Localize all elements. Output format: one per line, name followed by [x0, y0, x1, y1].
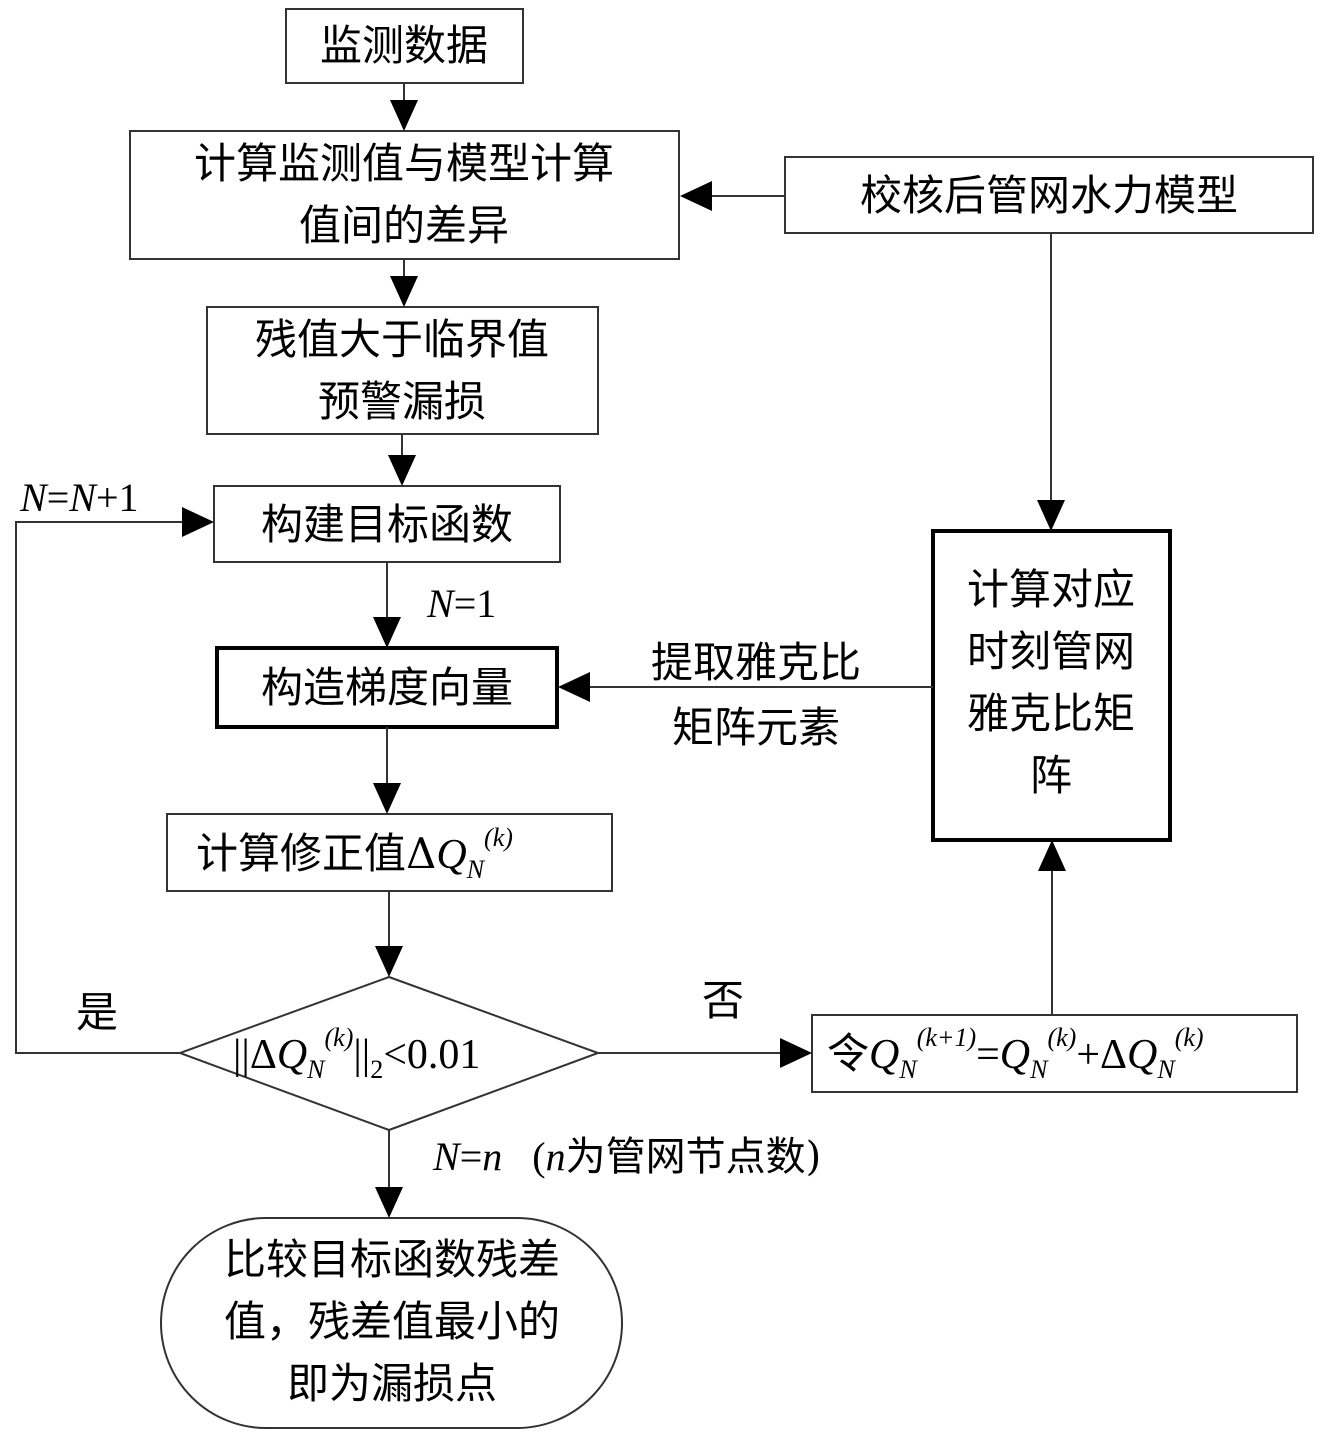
loop-increment-label: N=N+1 — [19, 475, 139, 520]
no-label: 否 — [702, 976, 744, 1025]
build-objective-text: 构建目标函数 — [261, 500, 513, 549]
jacobian-line-4: 阵 — [1030, 751, 1072, 800]
extract-jacobian-line-2: 矩阵元素 — [672, 703, 840, 752]
connector-monitor-to-diff — [390, 83, 418, 131]
extract-jacobian-line-1: 提取雅克比 — [651, 638, 861, 687]
connector-gradient-to-correction — [373, 727, 401, 814]
update-text: 令QN(k+1)=QN(k)+ΔQN(k) — [827, 1023, 1204, 1084]
jacobian-line-3: 雅克比矩 — [967, 689, 1135, 738]
connector-update-to-jacobian — [1038, 840, 1066, 1015]
connector-model-to-jacobian — [1037, 233, 1065, 531]
node-calibrated-model: 校核后管网水力模型 — [784, 156, 1314, 234]
node-build-objective: 构建目标函数 — [213, 485, 561, 563]
node-update: 令QN(k+1)=QN(k)+ΔQN(k) — [811, 1014, 1298, 1093]
result-line-3: 即为漏损点 — [287, 1359, 497, 1408]
connector-condition-yes-loop — [15, 507, 214, 1054]
result-line-1: 比较目标函数残差 — [224, 1235, 560, 1284]
node-monitor-data: 监测数据 — [285, 8, 524, 84]
node-residual-alarm: 残值大于临界值 预警漏损 — [206, 306, 599, 435]
connector-condition-to-result — [375, 1130, 403, 1218]
calc-diff-line-1: 计算监测值与模型计算 — [194, 139, 614, 188]
connector-correction-to-condition — [375, 891, 403, 977]
connector-condition-no-to-update — [598, 1038, 812, 1068]
node-condition: ||ΔQN(k)||2<0.01 — [177, 975, 601, 1132]
condition-text: ||ΔQN(k)||2<0.01 — [233, 1023, 480, 1084]
end-n-label: N=n(n为管网节点数) — [432, 1134, 821, 1180]
connector-jacobian-to-gradient — [558, 672, 933, 702]
start-n-label: N=1 — [426, 581, 496, 626]
jacobian-line-2: 时刻管网 — [967, 627, 1135, 676]
connector-model-to-diff — [680, 181, 785, 211]
node-calc-correction: 计算修正值ΔQN(k) — [166, 813, 613, 892]
node-build-gradient: 构造梯度向量 — [215, 646, 559, 729]
calc-correction-text: 计算修正值ΔQN(k) — [196, 823, 513, 884]
calibrated-model-text: 校核后管网水力模型 — [860, 171, 1238, 220]
monitor-data-text: 监测数据 — [320, 21, 488, 70]
result-line-2: 值，残差值最小的 — [224, 1297, 560, 1346]
build-gradient-text: 构造梯度向量 — [261, 663, 513, 712]
residual-alarm-line-1: 残值大于临界值 — [255, 315, 549, 364]
connector-objective-to-gradient — [373, 562, 401, 648]
yes-label: 是 — [76, 988, 118, 1037]
connector-alarm-to-objective — [388, 434, 416, 486]
node-calc-difference: 计算监测值与模型计算 值间的差异 — [129, 130, 680, 260]
connector-diff-to-alarm — [390, 259, 418, 307]
node-calc-jacobian: 计算对应 时刻管网 雅克比矩 阵 — [931, 529, 1172, 842]
residual-alarm-line-2: 预警漏损 — [318, 377, 486, 426]
node-result: 比较目标函数残差 值，残差值最小的 即为漏损点 — [160, 1217, 623, 1429]
calc-diff-line-2: 值间的差异 — [299, 201, 509, 250]
jacobian-line-1: 计算对应 — [967, 565, 1135, 614]
